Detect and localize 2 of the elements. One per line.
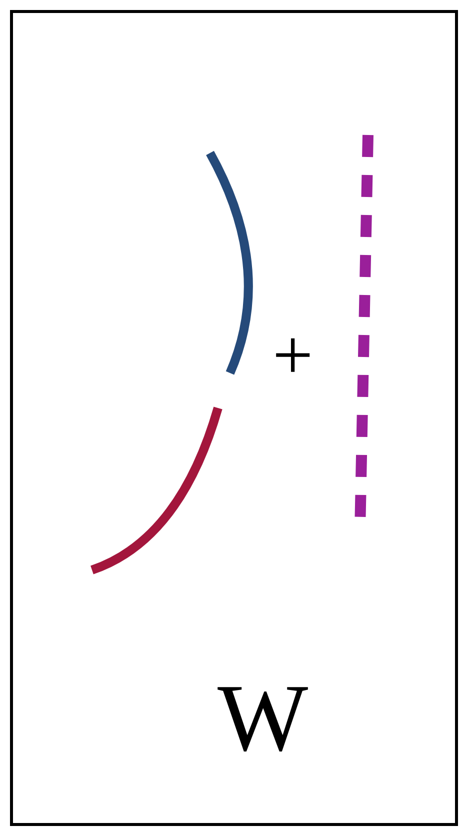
region-label: W [218, 670, 308, 766]
operator-symbol: + [272, 319, 314, 391]
